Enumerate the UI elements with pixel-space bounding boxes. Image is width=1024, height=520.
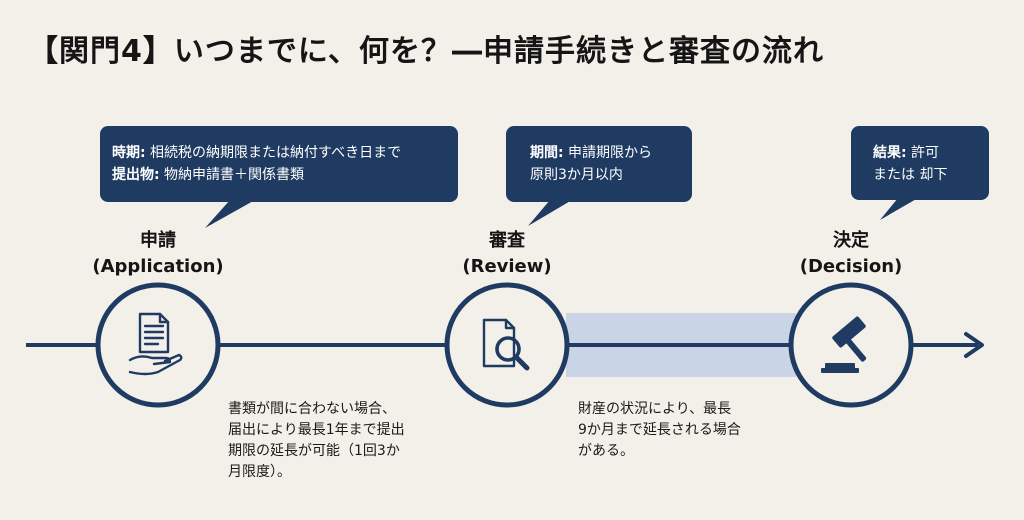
review-extension-note: 財産の状況により、最長 9か月まで延長される場合 がある。 bbox=[578, 399, 741, 462]
decision-name-ja: 決定 bbox=[833, 230, 869, 251]
note-line: 9か月まで延長される場合 bbox=[578, 422, 741, 438]
review-name-ja: 審査 bbox=[489, 230, 525, 251]
review-label: 審査 (Review) bbox=[417, 228, 597, 280]
note-line: 財産の状況により、最長 bbox=[578, 401, 732, 417]
note-line: がある。 bbox=[578, 443, 634, 459]
decision-bubble-tail bbox=[880, 198, 918, 220]
decision-label: 決定 (Decision) bbox=[761, 228, 941, 280]
application-label: 申請 (Application) bbox=[68, 228, 248, 280]
document-hand-icon bbox=[128, 312, 183, 376]
result-alternative: または 却下 bbox=[873, 167, 948, 183]
result-label: 結果: bbox=[873, 145, 907, 161]
application-name-ja: 申請 bbox=[140, 230, 176, 251]
application-bubble: 時期: 相続税の納期限または納付すべき日まで 提出物: 物納申請書＋関係書類 bbox=[100, 126, 458, 202]
timing-text: 相続税の納期限または納付すべき日まで bbox=[145, 145, 402, 161]
note-line: 月限度）。 bbox=[228, 464, 291, 480]
page-title: 【関門4】いつまでに、何を？―申請手続きと審査の流れ bbox=[28, 34, 824, 69]
review-circle bbox=[444, 282, 570, 408]
result-text: 許可 bbox=[906, 145, 940, 161]
decision-bubble: 結果: 許可 または 却下 bbox=[851, 126, 989, 200]
review-bubble: 期間: 申請期限から 原則3か月以内 bbox=[506, 126, 692, 202]
note-line: 届出により最長1年まで提出 bbox=[228, 422, 405, 438]
decision-name-en: (Decision) bbox=[799, 256, 903, 277]
note-line: 書類が間に合わない場合、 bbox=[228, 401, 396, 417]
document-search-icon bbox=[482, 318, 530, 371]
note-line: 期限の延長が可能（1回3か bbox=[228, 443, 400, 459]
application-extension-note: 書類が間に合わない場合、 届出により最長1年まで提出 期限の延長が可能（1回3か… bbox=[228, 399, 405, 483]
documents-label: 提出物: bbox=[112, 167, 160, 183]
period-label: 期間: bbox=[530, 145, 564, 161]
timing-label: 時期: bbox=[112, 145, 146, 161]
application-name-en: (Application) bbox=[92, 256, 224, 277]
gavel-icon bbox=[821, 316, 867, 373]
period-text: 申請期限から bbox=[563, 145, 653, 161]
review-name-en: (Review) bbox=[462, 256, 552, 277]
period-duration: 原則3か月以内 bbox=[530, 167, 623, 183]
application-bubble-tail bbox=[205, 200, 255, 228]
timeline-arrowhead bbox=[964, 332, 984, 358]
review-bubble-tail bbox=[528, 200, 572, 226]
documents-text: 物納申請書＋関係書類 bbox=[159, 167, 305, 183]
